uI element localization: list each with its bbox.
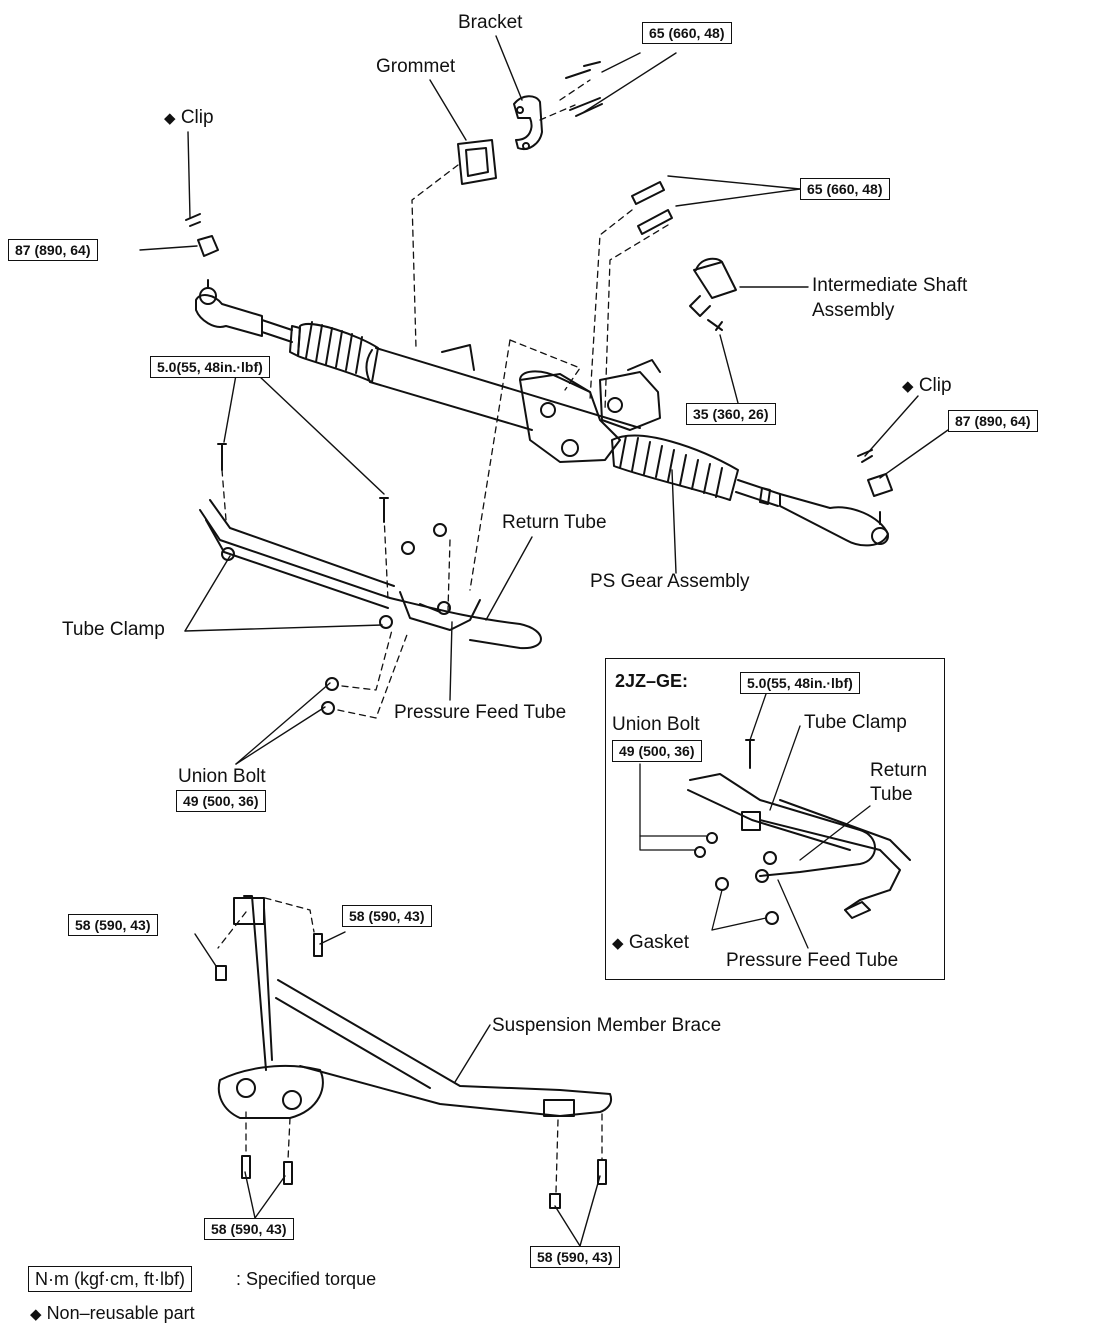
torque-gear-bolts: 65 (660, 48) [800, 178, 890, 200]
inset-tube-drawing [687, 739, 911, 925]
bracket-drawing [513, 61, 603, 150]
torque-brace-bottom-right: 58 (590, 43) [530, 1246, 620, 1268]
inset-2jz-ge [605, 658, 945, 980]
inset-torque-clamp: 5.0(55, 48in.·lbf) [740, 672, 860, 694]
torque-brace-top-right: 58 (590, 43) [342, 905, 432, 927]
legend-nonreusable: ◆ Non–reusable part [30, 1302, 195, 1326]
legend-torque-desc: : Specified torque [236, 1269, 377, 1289]
right-nut-drawing [857, 449, 893, 497]
legend-nonreusable-text: Non–reusable part [46, 1303, 195, 1323]
torque-brace-bottom-left: 58 (590, 43) [204, 1218, 294, 1240]
torque-union-bolt: 49 (500, 36) [176, 790, 266, 812]
clip-label-text: Clip [180, 107, 214, 128]
left-nut-drawing [185, 213, 219, 257]
gear-bolts-drawing [631, 181, 723, 331]
diamond-icon: ◆ [612, 935, 624, 952]
torque-bracket-bolts: 65 (660, 48) [642, 22, 732, 44]
ps-gear-assembly-drawing [195, 257, 889, 547]
diamond-icon: ◆ [902, 378, 914, 395]
inset-title: 2JZ–GE: [615, 671, 689, 691]
inset-tube-clamp-label: Tube Clamp [804, 712, 907, 733]
torque-shaft-bolt: 35 (360, 26) [686, 403, 776, 425]
bracket-label: Bracket [458, 12, 523, 33]
torque-clamp-bolt: 5.0(55, 48in.·lbf) [150, 356, 270, 378]
grommet-label: Grommet [376, 56, 456, 77]
leader-lines [139, 35, 949, 1247]
torque-left-nut: 87 (890, 64) [8, 239, 98, 261]
brace-bolts-drawing [215, 933, 607, 1209]
diamond-icon: ◆ [30, 1306, 42, 1323]
clip-label-right: ◆ Clip [902, 375, 952, 398]
grommet-drawing [457, 139, 497, 185]
dashed-lines [217, 79, 669, 1193]
gasket-label-text: Gasket [628, 932, 690, 953]
torque-brace-top-left: 58 (590, 43) [68, 914, 158, 936]
inset-leader-lines [639, 693, 871, 949]
inset-pressure-feed-tube-label: Pressure Feed Tube [726, 950, 899, 971]
suspension-member-brace-label: Suspension Member Brace [492, 1015, 722, 1036]
ps-gear-assembly-label: PS Gear Assembly [590, 571, 750, 592]
tube-assembly-drawing [199, 443, 542, 715]
torque-right-nut: 87 (890, 64) [948, 410, 1038, 432]
suspension-brace-drawing [217, 895, 612, 1119]
inset-gasket-label: ◆ Gasket [612, 932, 689, 955]
intermediate-shaft-label-2: Assembly [812, 300, 895, 321]
clip-label-left: ◆ Clip [164, 107, 214, 130]
clip-label-text: Clip [918, 375, 952, 396]
inset-torque-union: 49 (500, 36) [612, 740, 702, 762]
return-tube-label: Return Tube [502, 512, 607, 533]
tube-clamp-label: Tube Clamp [62, 619, 165, 640]
legend-torque-units: N·m (kgf·cm, ft·lbf) [28, 1266, 192, 1292]
union-bolt-label: Union Bolt [178, 766, 266, 787]
diamond-icon: ◆ [164, 110, 176, 127]
pressure-feed-tube-label: Pressure Feed Tube [394, 702, 567, 723]
inset-return-label-2: Tube [870, 784, 913, 805]
intermediate-shaft-label-1: Intermediate Shaft [812, 275, 968, 296]
inset-union-bolt-label: Union Bolt [612, 714, 700, 735]
inset-return-label-1: Return [870, 760, 928, 781]
